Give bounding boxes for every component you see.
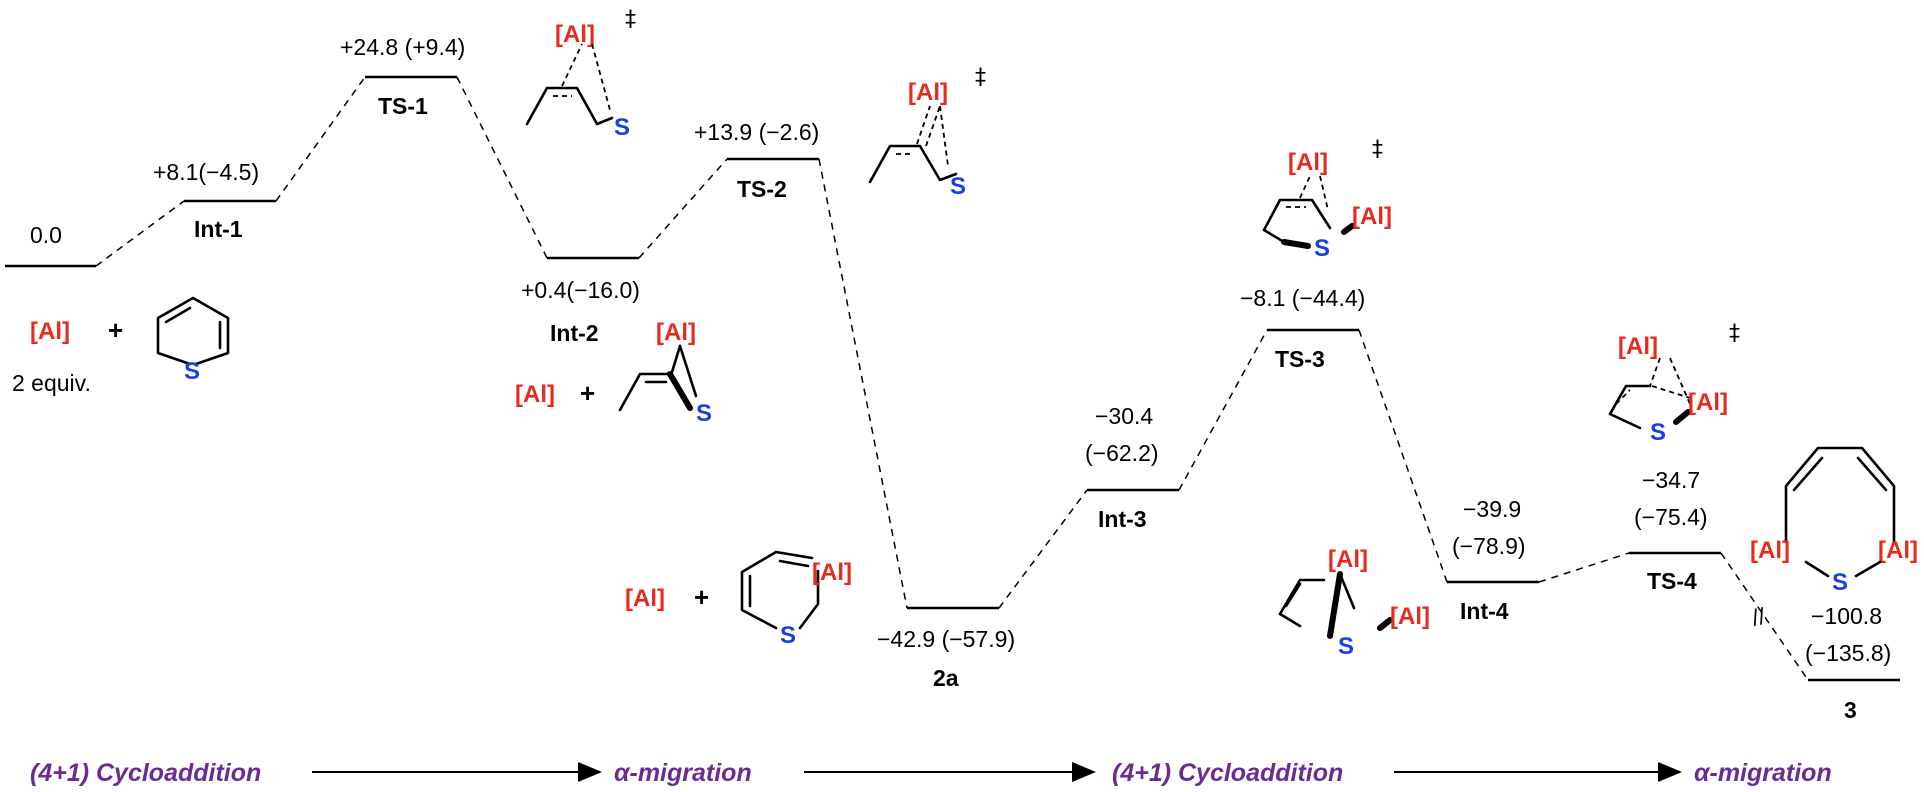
value-2a: −42.9 (−57.9) <box>877 626 1015 652</box>
connector <box>1358 329 1448 583</box>
connector <box>1178 329 1268 491</box>
label-int1: Int-1 <box>194 216 243 242</box>
structure-product-3: [Al] [Al] S <box>1750 446 1918 596</box>
connector <box>456 76 548 259</box>
stage-label-cycloaddition-2: (4+1) Cycloaddition <box>1112 759 1343 787</box>
structure-ts4: [Al] ‡ [Al] S <box>1608 321 1740 446</box>
al-label: [Al] <box>1390 603 1430 630</box>
sulfur-label: S <box>1650 419 1666 446</box>
value-ts4: −34.7 <box>1642 467 1700 493</box>
connector <box>818 158 908 609</box>
plus-sign: + <box>694 582 709 612</box>
label-int3: Int-3 <box>1098 506 1147 532</box>
al-label: [Al] <box>1688 389 1728 416</box>
stage-label-migration-1: α-migration <box>614 759 752 787</box>
break-mark: // <box>1750 603 1769 631</box>
connector <box>1538 552 1630 583</box>
structure-2a: [Al] + [Al] S <box>625 550 852 649</box>
structure-reagents-start: [Al] + 2 equiv. S <box>12 296 230 396</box>
al-label: [Al] <box>1288 149 1328 176</box>
al-label: [Al] <box>30 318 70 345</box>
al-label: [Al] <box>1618 333 1658 360</box>
level-labels: Int-1 TS-1 Int-2 TS-2 2a Int-3 TS-3 Int-… <box>194 93 1857 723</box>
plus-sign: + <box>108 315 123 345</box>
structure-ts1: [Al] ‡ S <box>525 7 636 141</box>
sulfur-label: S <box>696 400 712 427</box>
label-ts4: TS-4 <box>1647 568 1697 594</box>
value-int4: −39.9 <box>1463 496 1521 522</box>
equiv-label: 2 equiv. <box>12 370 91 396</box>
value-int4-sub: (−78.9) <box>1452 533 1526 559</box>
label-3: 3 <box>1844 697 1857 723</box>
connector <box>998 489 1088 609</box>
al-label: [Al] <box>1878 537 1918 564</box>
connector <box>638 158 728 259</box>
label-ts3: TS-3 <box>1275 346 1325 372</box>
stage-label-migration-2: α-migration <box>1694 759 1832 787</box>
al-label: [Al] <box>908 79 948 106</box>
connector <box>95 200 185 267</box>
al-label: [Al] <box>555 21 595 48</box>
al-label: [Al] <box>1352 203 1392 230</box>
al-label: [Al] <box>1328 546 1368 573</box>
energy-values: 0.0 +8.1(−4.5) +24.8 (+9.4) +0.4(−16.0) … <box>30 34 1891 666</box>
energy-levels <box>5 75 1900 682</box>
sulfur-label: S <box>1338 633 1354 660</box>
structure-int2: [Al] + [Al] S <box>515 319 712 427</box>
value-3: −100.8 <box>1811 603 1882 629</box>
value-int2: +0.4(−16.0) <box>521 277 640 303</box>
al-label: [Al] <box>625 585 665 612</box>
value-ts3: −8.1 (−44.4) <box>1240 285 1365 311</box>
value-int1: +8.1(−4.5) <box>153 159 259 185</box>
value-ts2: +13.9 (−2.6) <box>694 119 819 145</box>
dagger-symbol: ‡ <box>1729 321 1740 346</box>
value-int3-sub: (−62.2) <box>1085 440 1159 466</box>
al-label: [Al] <box>515 381 555 408</box>
label-ts2: TS-2 <box>737 176 787 202</box>
sulfur-label: S <box>950 173 966 200</box>
connector <box>275 76 366 202</box>
structure-ts3: [Al] ‡ [Al] S <box>1262 137 1392 262</box>
label-2a: 2a <box>933 665 959 691</box>
value-ts4-sub: (−75.4) <box>1634 504 1708 530</box>
dagger-symbol: ‡ <box>975 65 986 90</box>
level-connectors: // <box>95 76 1809 681</box>
thiophene-ring: S <box>156 296 230 385</box>
value-int3: −30.4 <box>1095 403 1153 429</box>
value-start: 0.0 <box>30 222 62 248</box>
structure-int4-adduct: [Al] [Al] S <box>1278 546 1430 660</box>
al-label: [Al] <box>1750 537 1790 564</box>
value-3-sub: (−135.8) <box>1805 640 1891 666</box>
sulfur-label: S <box>1832 569 1848 596</box>
sulfur-label: S <box>184 358 200 385</box>
sulfur-label: S <box>780 622 796 649</box>
al-label: [Al] <box>812 559 852 586</box>
label-int4: Int-4 <box>1460 598 1509 624</box>
dagger-symbol: ‡ <box>625 7 636 32</box>
stage-label-cycloaddition-1: (4+1) Cycloaddition <box>30 759 261 787</box>
sulfur-label: S <box>614 114 630 141</box>
structure-ts2: [Al] ‡ S <box>868 65 986 200</box>
al-label: [Al] <box>656 319 696 346</box>
stage-bar: (4+1) Cycloaddition α-migration (4+1) Cy… <box>30 759 1832 787</box>
plus-sign: + <box>580 378 595 408</box>
label-int2: Int-2 <box>550 320 599 346</box>
value-ts1: +24.8 (+9.4) <box>340 34 465 60</box>
dagger-symbol: ‡ <box>1372 137 1383 162</box>
sulfur-label: S <box>1314 235 1330 262</box>
label-ts1: TS-1 <box>378 93 428 119</box>
